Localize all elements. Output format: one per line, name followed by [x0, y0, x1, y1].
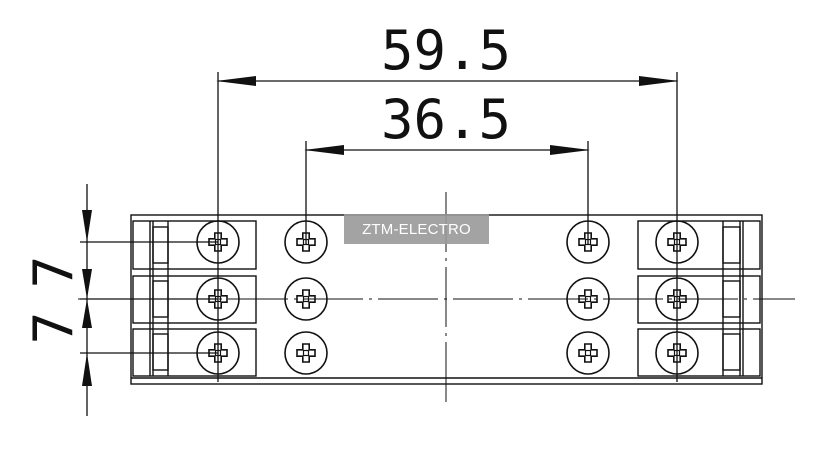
screw-icon — [196, 331, 240, 375]
right-block-3 — [637, 328, 761, 377]
left-slot-1 — [152, 226, 169, 264]
dimension-outer — [216, 72, 679, 382]
watermark-text: ZTM-ELECTRO — [362, 220, 471, 238]
pitch-arrow-4 — [82, 353, 92, 386]
dimension-pitch — [80, 184, 218, 416]
screw-icon — [655, 220, 699, 264]
pitch-label-upper: 7 — [22, 256, 85, 289]
left-slot-3 — [152, 333, 169, 371]
right-slot-1 — [722, 226, 741, 264]
screw-icon — [284, 220, 328, 264]
screw-icon — [284, 277, 328, 321]
left-block-3 — [132, 328, 257, 377]
screw-icon — [284, 331, 328, 375]
right-slot-3 — [722, 333, 741, 371]
right-slot-2 — [722, 280, 741, 318]
screw-icon — [196, 220, 240, 264]
dimension-label-inner: 36.5 — [381, 88, 511, 151]
pitch-arrow-1 — [82, 210, 92, 242]
screw-icon — [196, 277, 240, 321]
dimension-label-outer: 59.5 — [381, 19, 511, 82]
screw-icon — [566, 220, 610, 264]
pitch-arrow-3 — [82, 299, 92, 328]
dimension-inner — [304, 141, 590, 245]
screw-icon — [655, 277, 699, 321]
right-block-2 — [637, 275, 761, 324]
left-block-2 — [132, 275, 257, 324]
screw-icon — [655, 331, 699, 375]
left-block-1 — [132, 220, 257, 270]
right-block-1 — [637, 220, 761, 270]
left-slot-2 — [152, 280, 169, 318]
watermark: ZTM-ELECTRO — [344, 214, 489, 244]
pitch-label-lower: 7 — [22, 312, 85, 345]
pitch-arrow-2 — [82, 269, 92, 299]
screw-icon — [566, 277, 610, 321]
screw-icon — [566, 331, 610, 375]
screw-group — [196, 220, 699, 375]
